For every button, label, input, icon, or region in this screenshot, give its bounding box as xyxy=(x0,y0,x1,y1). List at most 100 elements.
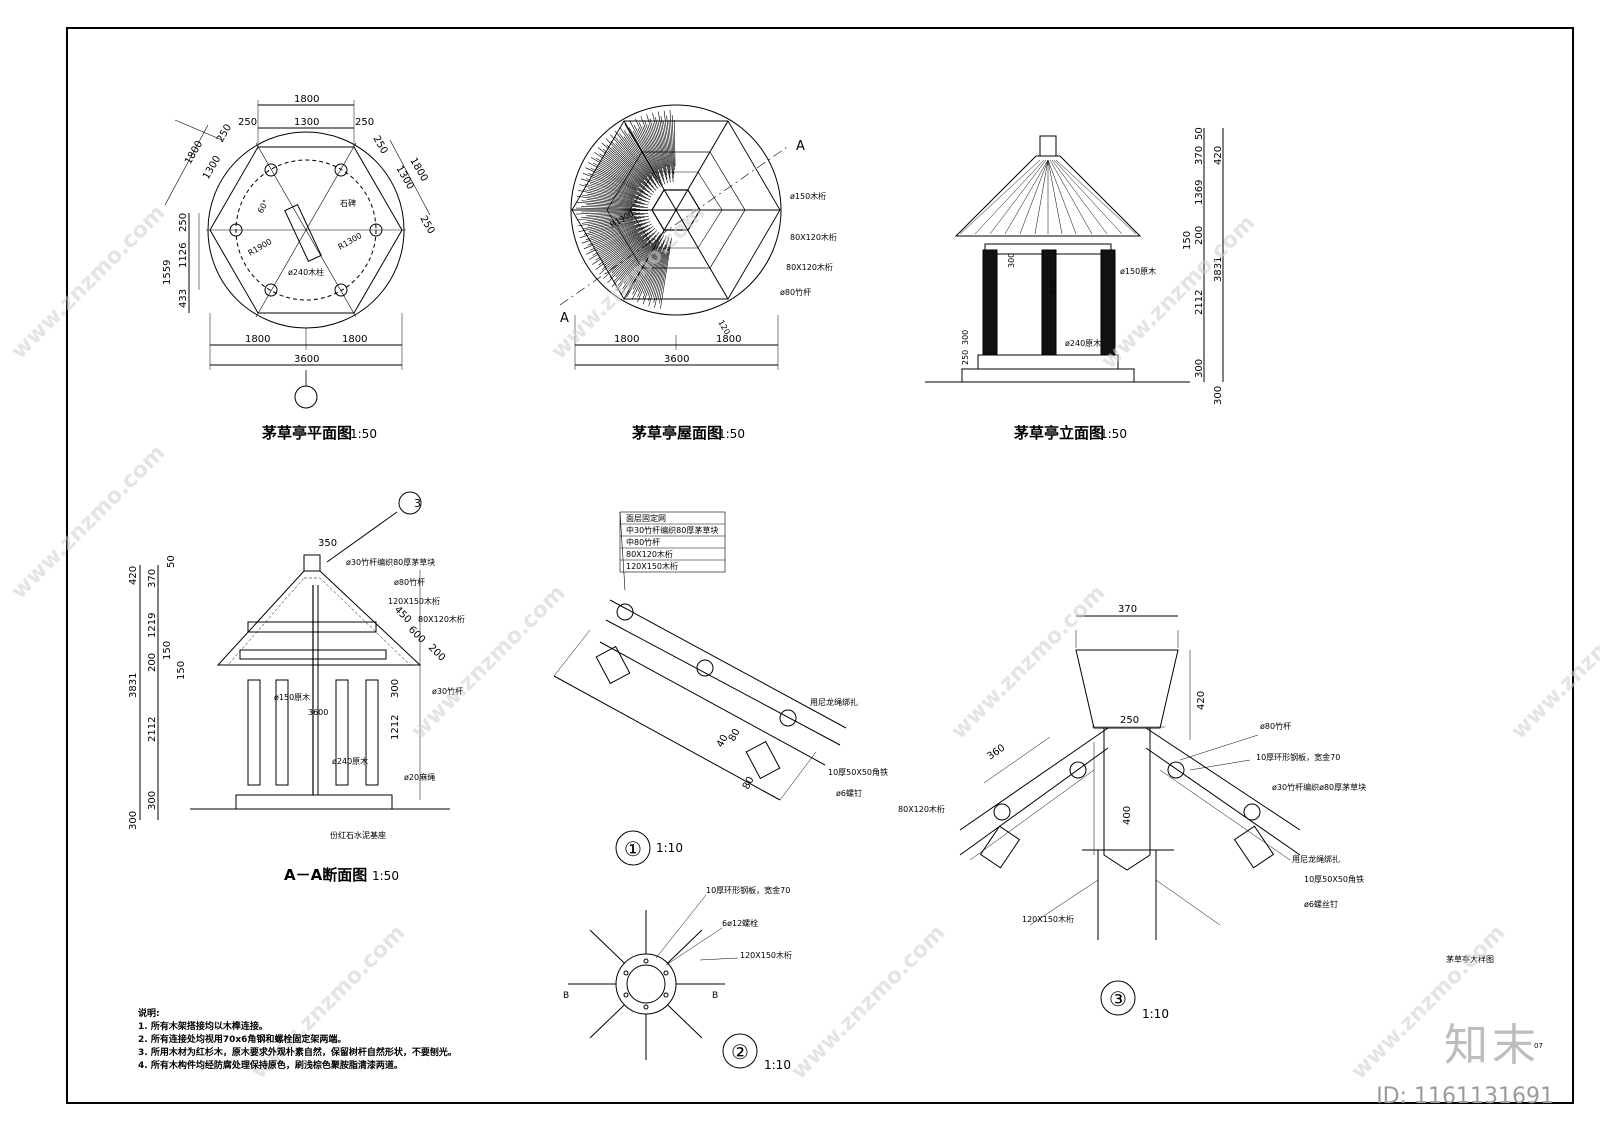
detail3-dim: 400 xyxy=(1122,806,1133,825)
detail1-dim: 80 xyxy=(741,775,757,791)
thatch-stroke xyxy=(632,130,663,186)
thatch-stroke xyxy=(579,219,642,238)
thatch-stroke xyxy=(654,249,668,308)
elev-label: ø150原木 xyxy=(1120,266,1156,276)
plan-scale: 1:50 xyxy=(350,427,377,441)
elev-label: 300 xyxy=(1007,253,1016,268)
thatch-stroke xyxy=(628,133,658,180)
thatch-stroke xyxy=(586,212,637,216)
detail2-scale: 1:10 xyxy=(764,1058,791,1072)
detail1-dim: 40 xyxy=(715,733,731,749)
thatch-stroke xyxy=(617,232,660,286)
thatch-stroke xyxy=(615,143,650,181)
plan-dim: 1126 xyxy=(178,243,189,268)
roof-label: 80X120木桁 xyxy=(786,262,833,272)
detail2-label: 120X150木桁 xyxy=(740,950,792,960)
section-title: A－A断面图 xyxy=(284,866,367,884)
detail2-label: 10厚环形钢板，宽金70 xyxy=(706,885,790,895)
section-dim: 1212 xyxy=(390,715,401,740)
thatch-stroke xyxy=(666,115,674,183)
watermark-text: www.znzmo.com xyxy=(787,920,951,1084)
section-dim: 3831 xyxy=(128,673,139,698)
sheet-border xyxy=(66,27,1574,1104)
thatch-stroke xyxy=(588,188,638,201)
thatch-stroke xyxy=(601,232,649,270)
plan-dim: 250 xyxy=(370,134,389,156)
thatch-stroke xyxy=(658,245,670,299)
roof-cut-a: A xyxy=(796,139,805,154)
detail3-label: ø6螺丝钉 xyxy=(1304,899,1338,909)
thatch-stroke xyxy=(583,189,641,203)
thatch-stroke xyxy=(652,122,668,176)
section-label: 份红石水泥基座 xyxy=(330,830,386,840)
thatch-stroke xyxy=(605,138,654,188)
thatch-stroke xyxy=(594,151,647,190)
thatch-stroke xyxy=(644,120,663,173)
thatch-stroke xyxy=(586,199,641,206)
thatch-stroke xyxy=(652,112,667,172)
thatch-stroke xyxy=(588,223,652,260)
plan-label: 石碑 xyxy=(340,198,356,208)
thatch-stroke xyxy=(592,225,649,256)
plan-title: 茅草亭平面图 xyxy=(262,424,352,442)
thatch-stroke xyxy=(597,147,655,193)
thatch-stroke xyxy=(584,220,638,235)
note-item: 1. 所有木架搭接均以木榫连接。 xyxy=(138,1022,268,1032)
detail1-labels: 面层固定网 中30竹杆编织80厚茅草块 中80竹杆 80X120木桁 120X1… xyxy=(626,513,888,798)
stone-tablet xyxy=(284,204,322,262)
detail3-label: 10厚50X50角铁 xyxy=(1304,874,1364,884)
elev-dim: 300 xyxy=(1194,359,1205,378)
thatch-stroke xyxy=(637,246,661,298)
section-label: 80X120木桁 xyxy=(418,614,465,624)
thatch-stroke xyxy=(638,122,666,185)
watermark-text: www.znzmo.com xyxy=(7,440,171,604)
thatch-stroke xyxy=(592,229,646,265)
elevation-view xyxy=(925,128,1224,383)
thatch-stroke xyxy=(616,245,651,291)
thatch-stroke xyxy=(663,110,672,167)
thatch-stroke xyxy=(653,252,666,303)
detail3-label: 80X120木桁 xyxy=(898,804,945,814)
plan-dimensions: 1800 1300 250 250 1800 1300 250 250 1126… xyxy=(162,94,436,365)
thatch-stroke xyxy=(635,118,659,170)
detail3-number: ③ xyxy=(1109,987,1127,1011)
elevation-title: 茅草亭立面图 xyxy=(1014,424,1104,442)
thatch-stroke xyxy=(601,159,650,193)
thatch-stroke xyxy=(587,223,643,246)
detail3-dim: 360 xyxy=(985,742,1007,762)
detail1-table-row: 80X120木桁 xyxy=(626,549,673,559)
detail2-label: 6ø12螺栓 xyxy=(722,918,758,928)
detail1-table-row: 中30竹杆编织80厚茅草块 xyxy=(626,525,718,535)
section-dim: 150 xyxy=(162,641,173,660)
section-label: ø20麻绳 xyxy=(404,772,435,782)
section-dim: 600 xyxy=(406,624,427,645)
plan-labels: 石碑 60° R1900 R1300 ø240木柱 xyxy=(247,198,364,277)
thatch-stroke xyxy=(642,239,665,294)
detail-sheet-title: 茅草亭大样图 xyxy=(1446,954,1494,964)
thatch-stroke xyxy=(582,216,645,230)
section-dim: 200 xyxy=(147,653,158,672)
roof-dimensions: 1800 1800 3600 A A xyxy=(560,139,805,365)
elev-dim: 150 xyxy=(1182,231,1193,250)
section-view xyxy=(139,491,450,820)
thatch-stroke xyxy=(578,215,649,233)
thatch-stroke xyxy=(581,215,633,224)
detail1-number: ① xyxy=(624,837,642,861)
elevation-dimensions: 50 370 420 1369 200 150 3831 2112 300 30… xyxy=(1182,127,1224,405)
roof-title: 茅草亭屋面图 xyxy=(632,424,722,442)
thatch-stroke xyxy=(648,244,666,301)
thatch-stroke xyxy=(576,211,633,215)
thatch-stroke xyxy=(611,146,657,191)
detail3-view xyxy=(959,615,1301,1016)
thatch-stroke xyxy=(598,163,642,190)
elev-dim: 2112 xyxy=(1194,290,1205,315)
roof-label: ø150木桁 xyxy=(790,191,826,201)
thatch-stroke xyxy=(601,227,650,261)
thatch-stroke xyxy=(657,111,671,179)
elev-dim: 200 xyxy=(1194,226,1205,245)
detail3-dim: 250 xyxy=(1120,715,1139,726)
thatch-stroke xyxy=(623,242,654,284)
elev-label: 300 xyxy=(961,330,970,345)
roof-label: ø80竹杆 xyxy=(780,287,811,297)
